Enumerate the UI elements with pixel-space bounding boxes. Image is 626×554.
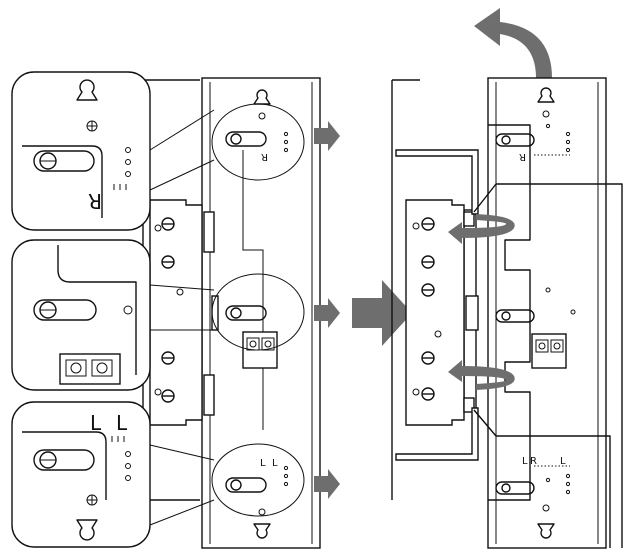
zoom-box-bottom <box>11 401 151 548</box>
left-speaker-assembly: R L L <box>142 77 321 549</box>
left-bottom-marker-2: L <box>272 458 278 469</box>
left-zoom-circle-mid <box>211 273 305 351</box>
right-terminal-block <box>531 333 567 369</box>
zoom-bottom-marker-1: L <box>90 411 102 435</box>
right-top-marker: R <box>519 151 526 162</box>
left-push-arrows <box>314 121 340 499</box>
left-zoom-circle-bottom <box>211 443 305 517</box>
right-frame-bottom <box>473 409 611 548</box>
right-speaker-body <box>487 77 607 549</box>
left-speaker-body <box>201 77 321 549</box>
left-bottom-marker-1: L <box>260 458 266 469</box>
arrow-right-small-bottom <box>314 469 340 499</box>
left-top-marker: R <box>261 151 268 162</box>
right-speaker-assembly: R L R L <box>391 8 623 549</box>
right-bottom-marker-1: L <box>522 456 528 467</box>
arrow-right-small-mid <box>314 298 340 328</box>
curved-arrow-top <box>474 8 552 78</box>
left-zoom-circle-top <box>211 103 305 181</box>
right-mounting-bracket <box>405 199 465 426</box>
right-bottom-marker-3: L <box>560 456 566 467</box>
zoom-bottom-marker-2: L <box>116 411 128 435</box>
zoom-terminal-block <box>59 353 121 385</box>
right-bottom-marker-2: R <box>530 456 537 467</box>
zoom-callouts: R L L <box>11 71 215 548</box>
zoom-box-mid <box>11 239 151 391</box>
left-mounting-bracket <box>149 199 203 426</box>
right-wall-panel <box>391 79 420 500</box>
hex-wrench-bottom <box>395 407 479 461</box>
arrow-right-large <box>352 280 412 346</box>
arrow-right-small-top <box>314 121 340 151</box>
hex-wrench-top <box>395 149 479 215</box>
rotation-arrow-top <box>448 214 515 244</box>
zoom-top-marker: R <box>88 189 102 213</box>
right-frame-top <box>473 183 623 548</box>
rotation-arrow-bottom <box>448 360 515 390</box>
